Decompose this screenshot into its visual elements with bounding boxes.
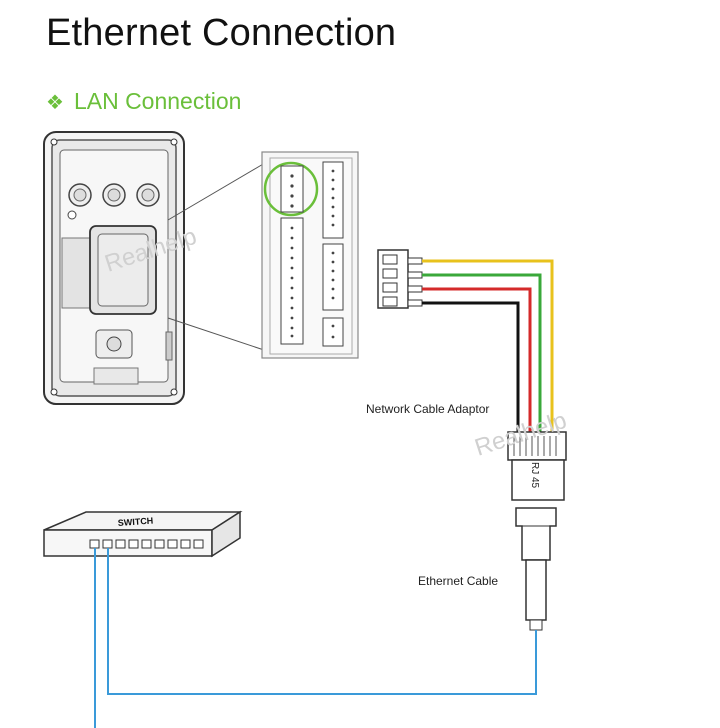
rj45-adaptor: RJ 45 — [507, 431, 567, 501]
network-switch: SWITCH — [43, 510, 243, 558]
device-rear-view — [43, 131, 185, 405]
green-wire — [422, 273, 542, 440]
four-pin-plug — [377, 249, 423, 309]
network-cable-adaptor-wires — [422, 259, 554, 440]
section-heading-label: LAN Connection — [73, 88, 242, 114]
zoom-guide-line — [167, 317, 271, 353]
red-wire — [422, 287, 532, 440]
yellow-wire — [422, 259, 554, 440]
section-heading: ❖ LAN Connection — [46, 88, 241, 115]
rj45-label: RJ 45 — [529, 462, 540, 489]
zoom-guide-line — [167, 159, 271, 221]
network-cable-adaptor-label: Network Cable Adaptor — [366, 402, 489, 416]
connector-closeup — [261, 151, 359, 359]
diamond-bullet-icon: ❖ — [46, 92, 64, 114]
ethernet-port-highlight — [263, 161, 319, 217]
ethernet-cable-run — [107, 548, 537, 695]
page-title: Ethernet Connection — [46, 12, 397, 54]
black-wire — [422, 301, 520, 440]
ethernet-plug — [515, 507, 557, 631]
switch-label: SWITCH — [117, 516, 153, 528]
ethernet-cable-label: Ethernet Cable — [418, 574, 498, 588]
